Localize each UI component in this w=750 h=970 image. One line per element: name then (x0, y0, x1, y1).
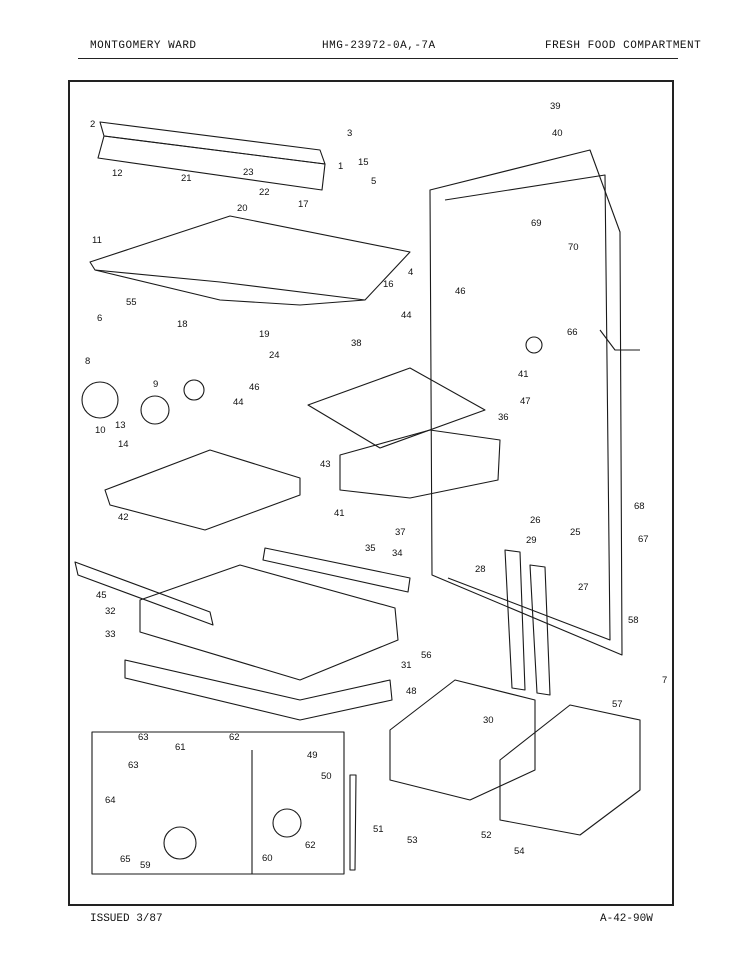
callout-27: 27 (578, 582, 589, 593)
callout-40: 40 (552, 128, 563, 139)
callout-8: 8 (85, 356, 90, 367)
callout-49: 49 (307, 750, 318, 761)
callout-6: 6 (97, 313, 102, 324)
callout-70: 70 (568, 242, 579, 253)
header-brand: MONTGOMERY WARD (90, 40, 197, 52)
callout-4: 4 (408, 267, 413, 278)
knob-dial (81, 381, 119, 419)
callout-22: 22 (259, 187, 270, 198)
ceiling-panel (89, 215, 411, 301)
callout-65: 65 (120, 854, 131, 865)
callout-35: 35 (365, 543, 376, 554)
callout-54: 54 (514, 846, 525, 857)
cabinet-liner (429, 149, 623, 656)
callout-2: 2 (90, 119, 95, 130)
callout-13: 13 (115, 420, 126, 431)
crisper-right (499, 704, 641, 836)
callout-24: 24 (269, 350, 280, 361)
callout-12: 12 (112, 168, 123, 179)
callout-16: 16 (383, 279, 394, 290)
callout-39: 39 (550, 101, 561, 112)
callout-48: 48 (406, 686, 417, 697)
callout-29: 29 (526, 535, 537, 546)
callout-14: 14 (118, 439, 129, 450)
header-section: FRESH FOOD COMPARTMENT (545, 40, 702, 52)
callout-21: 21 (181, 173, 192, 184)
header-model: HMG-23972-0A,-7A (322, 40, 436, 52)
callout-19: 19 (259, 329, 270, 340)
callout-41: 41 (518, 369, 529, 380)
callout-60: 60 (262, 853, 273, 864)
callout-9: 9 (153, 379, 158, 390)
callout-15: 15 (358, 157, 369, 168)
callout-58: 58 (628, 615, 639, 626)
callout-25: 25 (570, 527, 581, 538)
callout-labels: 1234567891011121314151617181920212223242… (85, 101, 667, 871)
callout-23: 23 (243, 167, 254, 178)
callout-69: 69 (531, 218, 542, 229)
callout-43: 43 (320, 459, 331, 470)
upper-shelf (307, 367, 486, 449)
meat-keeper (339, 429, 501, 499)
callout-50: 50 (321, 771, 332, 782)
callout-28: 28 (475, 564, 486, 575)
diagram-frame (68, 80, 674, 906)
left-shelf (104, 449, 301, 531)
shelf-ladder-right (529, 564, 551, 696)
callout-68: 68 (634, 501, 645, 512)
header-rule (78, 58, 678, 59)
callout-42: 42 (118, 512, 129, 523)
callout-62: 62 (229, 732, 240, 743)
callout-46: 46 (249, 382, 260, 393)
callout-64: 64 (105, 795, 116, 806)
callout-18: 18 (177, 319, 188, 330)
callout-5: 5 (371, 176, 376, 187)
callout-20: 20 (237, 203, 248, 214)
callout-51: 51 (373, 824, 384, 835)
callout-1: 1 (338, 161, 343, 172)
callout-44: 44 (233, 397, 244, 408)
callout-63: 63 (138, 732, 149, 743)
callout-55: 55 (126, 297, 137, 308)
footer-code: A-42-90W (600, 913, 653, 925)
lower-shelf (139, 564, 399, 681)
callout-52: 52 (481, 830, 492, 841)
callout-38: 38 (351, 338, 362, 349)
callout-66: 66 (567, 327, 578, 338)
callout-45: 45 (96, 590, 107, 601)
callout-67: 67 (638, 534, 649, 545)
roller-detail-box (91, 731, 345, 875)
callout-56: 56 (421, 650, 432, 661)
callout-61: 61 (175, 742, 186, 753)
callout-62: 62 (305, 840, 316, 851)
callout-59: 59 (140, 860, 151, 871)
callout-36: 36 (498, 412, 509, 423)
callout-46: 46 (455, 286, 466, 297)
callout-37: 37 (395, 527, 406, 538)
roller-wheel (163, 826, 197, 860)
callout-10: 10 (95, 425, 106, 436)
footer-issued: ISSUED 3/87 (90, 913, 163, 925)
callout-33: 33 (105, 629, 116, 640)
callout-3: 3 (347, 128, 352, 139)
callout-63: 63 (128, 760, 139, 771)
shelf-ladder-left (504, 549, 526, 691)
callout-7: 7 (662, 675, 667, 686)
callout-41: 41 (334, 508, 345, 519)
callout-47: 47 (520, 396, 531, 407)
callout-34: 34 (392, 548, 403, 559)
callout-44: 44 (401, 310, 412, 321)
crisper-left (389, 679, 536, 801)
callout-57: 57 (612, 699, 623, 710)
callout-31: 31 (401, 660, 412, 671)
callout-30: 30 (483, 715, 494, 726)
callout-53: 53 (407, 835, 418, 846)
callout-11: 11 (92, 235, 102, 246)
callout-32: 32 (105, 606, 116, 617)
callout-17: 17 (298, 199, 309, 210)
top-trim-strip (99, 121, 326, 165)
callout-26: 26 (530, 515, 541, 526)
